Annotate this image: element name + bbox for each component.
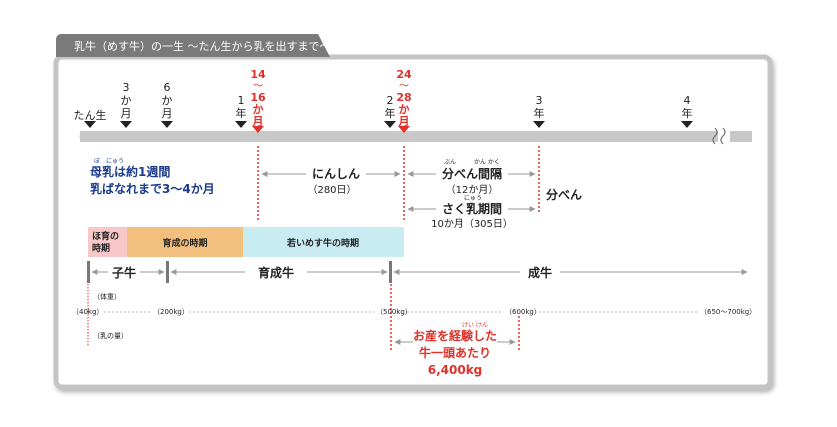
milestone-2-years: 2 年 (384, 94, 396, 128)
svg-text:4: 4 (684, 94, 691, 107)
svg-text:月: 月 (252, 115, 264, 128)
svg-text:ぶん かん かく: ぶん かん かく (444, 159, 500, 166)
svg-text:10か月（305日）: 10か月（305日） (431, 218, 513, 230)
milestone-1-year: 1 年 (235, 94, 247, 128)
svg-text:～: ～ (399, 81, 409, 92)
svg-text:ほ育の: ほ育の (92, 230, 119, 242)
svg-text:牛一頭あたり: 牛一頭あたり (419, 345, 491, 360)
milestone-3-years: 3 年 (533, 94, 545, 128)
svg-text:6,400kg: 6,400kg (428, 363, 483, 377)
svg-text:さく乳期間: さく乳期間 (442, 201, 502, 216)
svg-text:24: 24 (396, 68, 412, 81)
calving-interval-span: ぶん かん かく 分べん間隔 （12か月） (407, 159, 536, 196)
svg-text:3: 3 (123, 81, 130, 94)
svg-text:か: か (121, 94, 132, 107)
period-band-nursing (88, 227, 127, 257)
svg-text:月: 月 (121, 107, 132, 120)
svg-text:にんしん: にんしん (312, 167, 360, 181)
svg-text:1: 1 (238, 94, 245, 107)
svg-text:（280日）: （280日） (307, 184, 356, 196)
svg-text:育成の時期: 育成の時期 (162, 237, 207, 249)
svg-text:けい けん: けい けん (462, 322, 488, 329)
weight-row: （体重） （40kg） （200kg） （500kg） （600kg） （650… (72, 284, 756, 352)
svg-text:14: 14 (250, 68, 266, 81)
svg-text:乳ばなれまで3～4か月: 乳ばなれまで3～4か月 (90, 181, 215, 196)
stage-adult: 成牛 (528, 265, 552, 280)
milestone-24-28-months: 24 ～ 28 か 月 (396, 68, 412, 133)
milestone-14-16-months: 14 ～ 16 か 月 (250, 68, 266, 133)
weight-header: （体重） (93, 292, 121, 301)
period-bands: ほ育の 時期 育成の時期 若いめす牛の時期 (88, 227, 404, 257)
stage-calf: 子牛 (112, 265, 136, 280)
svg-text:時期: 時期 (92, 242, 110, 254)
weight-value: （600kg） (505, 308, 541, 316)
svg-text:お産を経験した: お産を経験した (413, 328, 497, 343)
nursing-info: ぼ にゅう 母乳は約1週間 乳ばなれまで3～4か月 (90, 158, 215, 196)
svg-text:母乳は約1週間: 母乳は約1週間 (90, 164, 170, 179)
milestone-6-months: 6 か 月 (161, 81, 173, 128)
milking-period-span: にゅう さく乳期間 10か月（305日） (407, 195, 536, 230)
milestone-4-years: 4 年 (681, 94, 693, 128)
svg-text:年: 年 (385, 106, 396, 120)
svg-text:若いめす牛の時期: 若いめす牛の時期 (286, 237, 359, 249)
svg-text:6: 6 (164, 81, 171, 94)
weight-value: （40kg） (72, 308, 103, 316)
calving-label: 分べん (546, 187, 582, 202)
pregnancy-span: にんしん （280日） (261, 167, 401, 196)
weight-value: （500kg） (376, 308, 412, 316)
svg-text:3: 3 (536, 94, 543, 107)
milk-amount: （乳の量） けい けん お産を経験した 牛一頭あたり 6,400kg (93, 322, 516, 377)
svg-text:分べん間隔: 分べん間隔 (442, 166, 502, 181)
svg-text:16: 16 (250, 91, 266, 104)
svg-text:か: か (162, 94, 173, 107)
milestone-birth: たん生 (74, 108, 107, 128)
weight-value: （650～700kg） (700, 308, 756, 316)
title-tab (56, 34, 330, 57)
weight-value: （200kg） (153, 308, 189, 316)
stages-row: 子牛 育成牛 成牛 (87, 261, 748, 283)
svg-text:か: か (399, 103, 410, 116)
svg-text:28: 28 (396, 91, 411, 104)
svg-text:にゅう: にゅう (464, 195, 482, 202)
svg-text:か: か (253, 103, 264, 116)
milestone-3-months: 3 か 月 (120, 81, 132, 128)
svg-text:月: 月 (162, 107, 173, 120)
svg-text:ぼ にゅう: ぼ にゅう (94, 158, 124, 165)
svg-text:～: ～ (253, 81, 263, 92)
svg-text:月: 月 (398, 115, 410, 128)
svg-text:年: 年 (236, 106, 247, 120)
svg-text:年: 年 (534, 106, 545, 120)
svg-text:たん生: たん生 (74, 108, 107, 122)
timeline-bar (79, 127, 752, 145)
period-band-heifer (243, 227, 404, 257)
svg-text:年: 年 (682, 106, 693, 120)
stage-heifer: 育成牛 (258, 265, 294, 280)
svg-text:2: 2 (387, 94, 394, 107)
diagram-title: 乳牛（めす牛）の一生 ～たん生から乳を出すまで～ (74, 39, 331, 53)
svg-text:（12か月）: （12か月） (446, 184, 499, 196)
milk-header: （乳の量） (93, 331, 128, 340)
period-band-rearing (127, 227, 243, 257)
